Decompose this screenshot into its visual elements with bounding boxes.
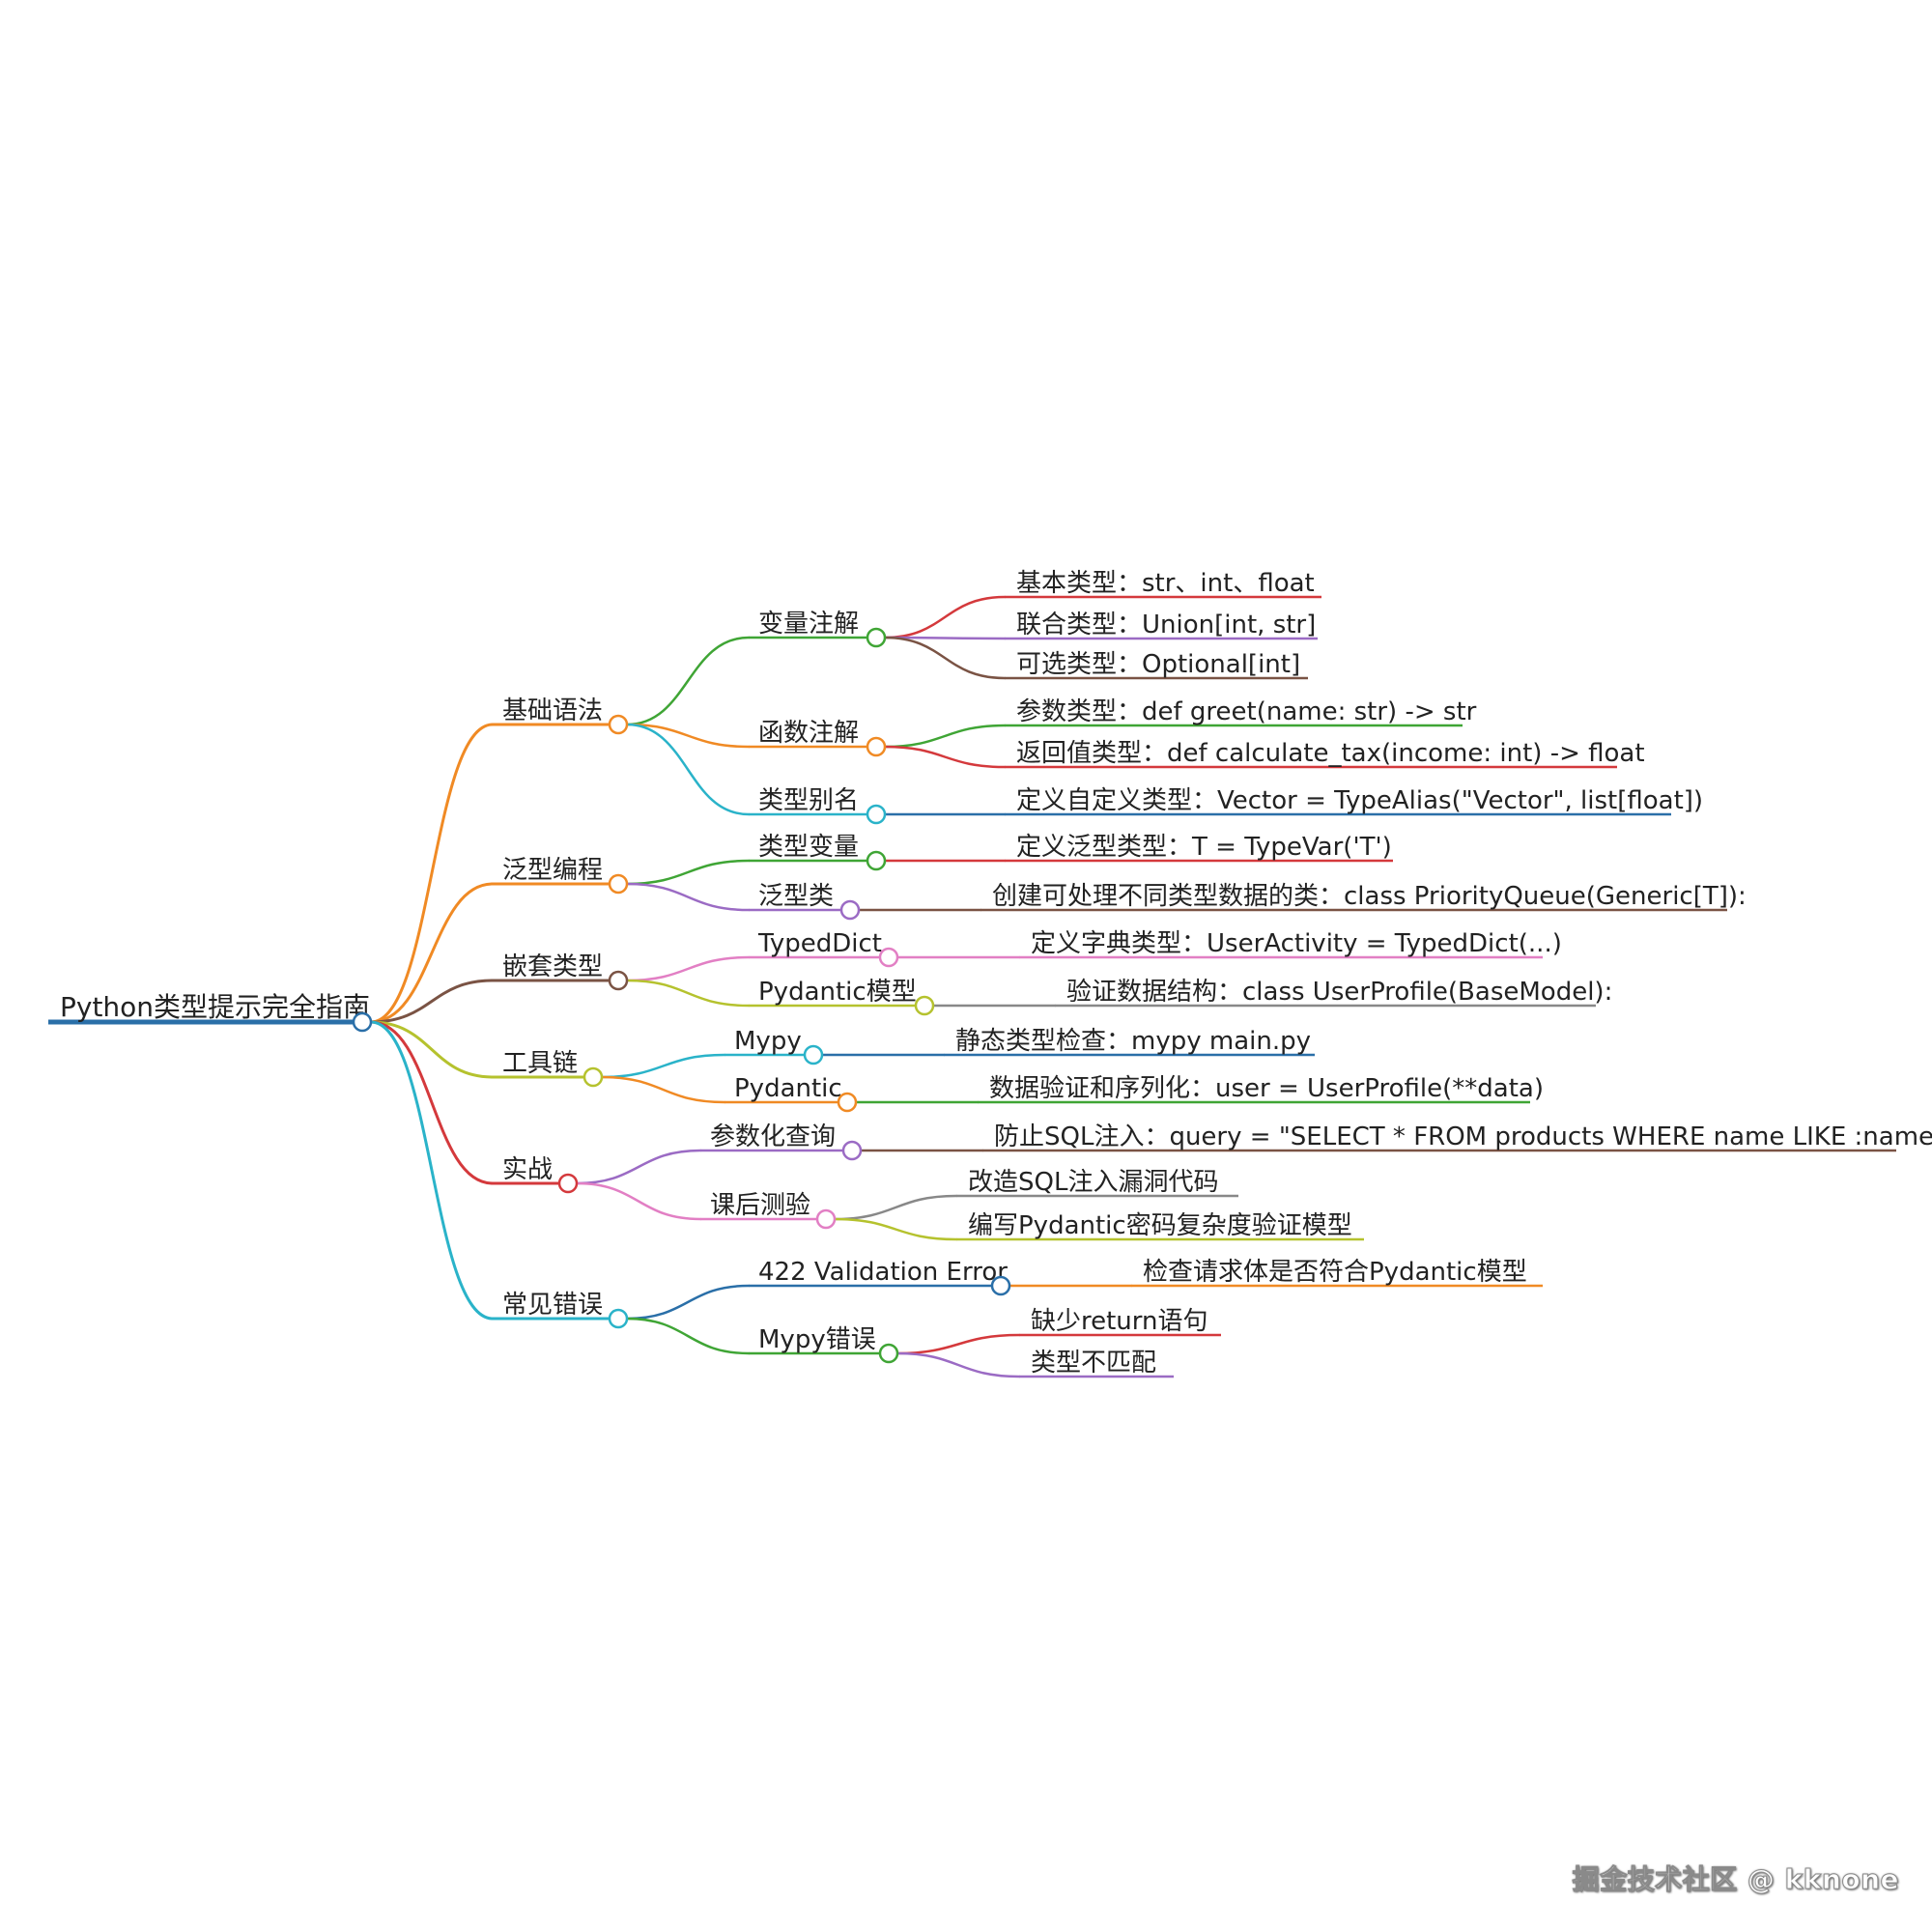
topic-node-circle[interactable] bbox=[837, 1092, 858, 1113]
edge-root-to-branch bbox=[369, 882, 495, 1024]
node-label: 检查请求体是否符合Pydantic模型 bbox=[1143, 1258, 1527, 1287]
edge-branch-to-topic bbox=[625, 979, 751, 1008]
node-label: 参数化查询 bbox=[710, 1122, 836, 1151]
topic-node-circle[interactable] bbox=[914, 995, 935, 1016]
node-label: 实战 bbox=[502, 1155, 553, 1184]
edge-branch-to-topic bbox=[575, 1149, 702, 1185]
edge-topic-to-leaf bbox=[883, 595, 1007, 639]
topic-node-circle[interactable] bbox=[866, 627, 887, 648]
edge-root-to-branch bbox=[369, 1020, 495, 1185]
edge-topic-to-leaf bbox=[895, 1333, 1021, 1355]
edge-root-to-branch bbox=[369, 1020, 495, 1079]
branch-node-circle[interactable] bbox=[582, 1066, 604, 1088]
node-label: 定义泛型类型：T = TypeVar('T') bbox=[1016, 833, 1392, 862]
node-label: TypedDict bbox=[757, 929, 882, 958]
node-label: 类型不匹配 bbox=[1031, 1349, 1156, 1378]
edges bbox=[48, 595, 1896, 1378]
node-label: 静态类型检查：mypy main.py bbox=[955, 1027, 1311, 1056]
topic-node-circle[interactable] bbox=[866, 736, 887, 757]
node-label: 防止SQL注入：query = "SELECT * FROM products … bbox=[994, 1122, 1932, 1151]
edge-branch-to-topic bbox=[600, 1075, 726, 1104]
edge-branch-to-topic bbox=[625, 1317, 751, 1355]
node-label: 变量注解 bbox=[758, 610, 859, 639]
node-label: 课后测验 bbox=[710, 1191, 810, 1220]
watermark: 掘金技术社区 @ kknone bbox=[1572, 1863, 1899, 1896]
edge-root-to-branch bbox=[369, 979, 495, 1024]
node-label: 类型变量 bbox=[758, 833, 859, 862]
branch-node-circle[interactable] bbox=[557, 1173, 579, 1194]
node-label: 缺少return语句 bbox=[1031, 1307, 1208, 1336]
node-label: 422 Validation Error bbox=[758, 1258, 1008, 1287]
edge-branch-to-topic bbox=[625, 723, 751, 816]
node-label: Pydantic bbox=[734, 1074, 842, 1103]
edge-root-to-branch bbox=[369, 723, 495, 1024]
branch-node-circle[interactable] bbox=[608, 970, 629, 991]
root-node-circle[interactable] bbox=[352, 1011, 373, 1033]
edge-topic-to-leaf bbox=[883, 636, 1007, 640]
edge-topic-to-leaf bbox=[883, 636, 1007, 680]
node-label: Python类型提示完全指南 bbox=[60, 991, 370, 1023]
node-label: 验证数据结构：class UserProfile(BaseModel): bbox=[1066, 978, 1612, 1007]
node-label: Pydantic模型 bbox=[758, 978, 917, 1007]
node-label: 基本类型：str、int、float bbox=[1016, 569, 1315, 598]
topic-node-circle[interactable] bbox=[878, 947, 899, 968]
edge-topic-to-leaf bbox=[833, 1194, 958, 1221]
nodes: Python类型提示完全指南 基础语法 变量注解 基本类型：str、int、float… bbox=[60, 569, 1932, 1378]
topic-node-circle[interactable] bbox=[841, 1140, 863, 1161]
edge-topic-to-leaf bbox=[833, 1217, 958, 1241]
node-label: 可选类型：Optional[int] bbox=[1016, 650, 1300, 679]
node-label: 联合类型：Union[int, str] bbox=[1016, 611, 1316, 639]
edge-branch-to-topic bbox=[625, 1284, 751, 1321]
topic-node-circle[interactable] bbox=[866, 804, 887, 825]
branch-node-circle[interactable] bbox=[608, 1308, 629, 1329]
node-label: 基础语法 bbox=[502, 696, 603, 725]
topic-node-circle[interactable] bbox=[878, 1343, 899, 1364]
topic-node-circle[interactable] bbox=[803, 1044, 824, 1065]
node-label: 参数类型：def greet(name: str) -> str bbox=[1016, 697, 1477, 726]
edge-branch-to-topic bbox=[625, 955, 751, 982]
edge-branch-to-topic bbox=[625, 636, 751, 726]
node-label: 编写Pydantic密码复杂度验证模型 bbox=[968, 1211, 1352, 1240]
node-label: 创建可处理不同类型数据的类：class PriorityQueue(Generi… bbox=[992, 882, 1747, 911]
topic-node-circle[interactable] bbox=[815, 1208, 837, 1230]
topic-node-circle[interactable] bbox=[866, 850, 887, 871]
node-label: 类型别名 bbox=[758, 786, 859, 815]
node-label: 改造SQL注入漏洞代码 bbox=[968, 1168, 1218, 1197]
branch-node-circle[interactable] bbox=[608, 873, 629, 895]
topic-node-circle[interactable] bbox=[839, 899, 861, 921]
node-label: 泛型类 bbox=[758, 882, 834, 911]
node-label: 定义自定义类型：Vector = TypeAlias("Vector", lis… bbox=[1016, 786, 1703, 815]
node-label: 返回值类型：def calculate_tax(income: int) -> … bbox=[1016, 739, 1645, 768]
node-label: 常见错误 bbox=[502, 1291, 603, 1320]
node-label: 工具链 bbox=[502, 1049, 578, 1078]
edge-branch-to-topic bbox=[575, 1181, 702, 1221]
edge-root-to-branch bbox=[369, 1020, 495, 1321]
edge-branch-to-topic bbox=[625, 882, 751, 912]
topic-node-circle[interactable] bbox=[990, 1275, 1011, 1296]
node-label: 函数注解 bbox=[758, 719, 859, 748]
branch-node-circle[interactable] bbox=[608, 714, 629, 735]
node-label: 嵌套类型 bbox=[502, 952, 603, 981]
edge-topic-to-leaf bbox=[883, 724, 1007, 749]
node-label: 泛型编程 bbox=[502, 856, 603, 885]
edge-topic-to-leaf bbox=[883, 745, 1007, 769]
node-label: Mypy bbox=[734, 1027, 802, 1056]
node-label: 数据验证和序列化：user = UserProfile(**data) bbox=[989, 1074, 1544, 1103]
edge-branch-to-topic bbox=[600, 1053, 726, 1079]
node-label: Mypy错误 bbox=[758, 1325, 876, 1354]
edge-topic-to-leaf bbox=[895, 1351, 1021, 1378]
edge-branch-to-topic bbox=[625, 723, 751, 749]
node-label: 定义字典类型：UserActivity = TypedDict(...) bbox=[1031, 929, 1562, 958]
edge-branch-to-topic bbox=[625, 859, 751, 886]
